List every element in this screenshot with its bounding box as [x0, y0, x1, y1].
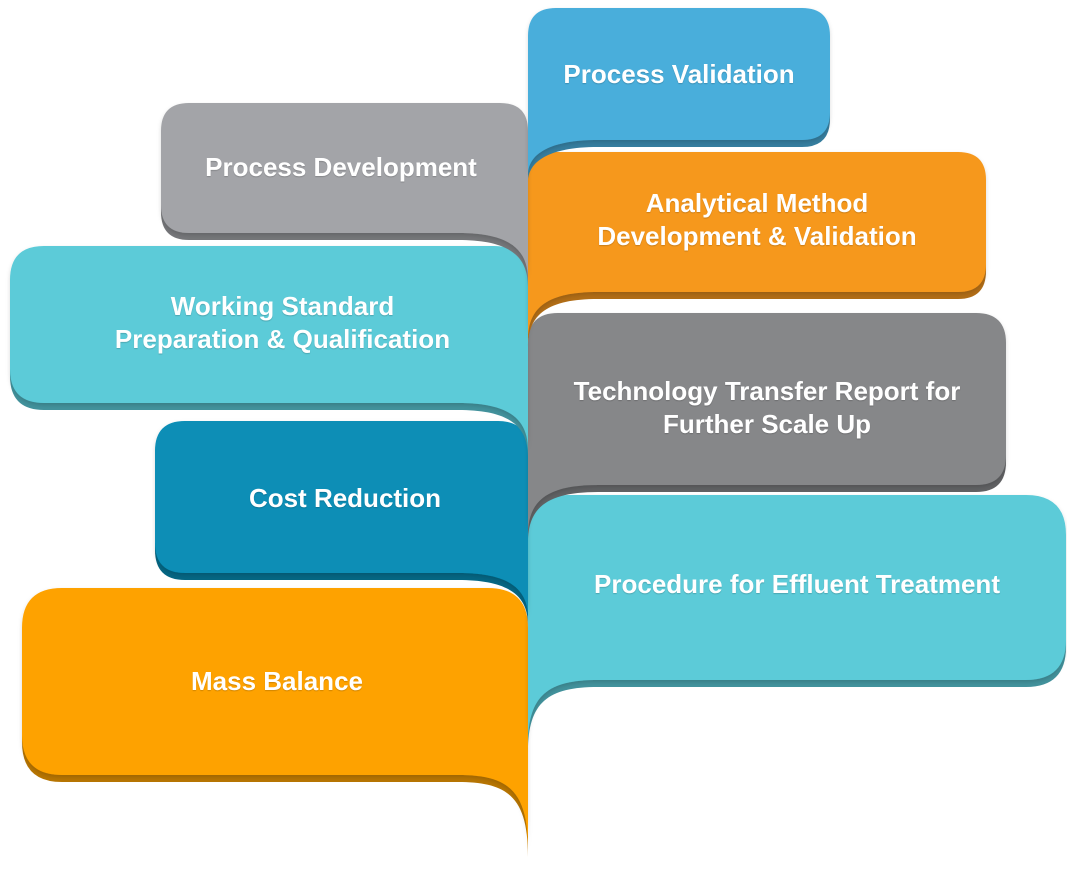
label-line: Technology Transfer Report for	[573, 376, 961, 406]
label-cost-reduction: Cost Reduction	[155, 482, 535, 515]
label-line: Cost Reduction	[248, 483, 442, 513]
label-technology-transfer: Technology Transfer Report for Further S…	[528, 375, 1006, 441]
ribbon-technology-transfer	[528, 313, 1006, 535]
label-working-standard: Working Standard Preparation & Qualifica…	[10, 290, 555, 356]
ribbon-working-standard	[10, 246, 528, 450]
label-line: Process Development	[205, 152, 477, 182]
label-process-validation: Process Validation	[528, 58, 830, 91]
label-analytical-method: Analytical Method Development & Validati…	[528, 187, 986, 253]
ribbon-effluent-treatment	[528, 495, 1066, 745]
ribbon-process-validation	[528, 8, 830, 175]
ribbon-cost-reduction	[155, 421, 528, 618]
label-line: Preparation & Qualification	[114, 324, 451, 354]
ribbon-mass-balance	[22, 588, 528, 850]
label-process-development: Process Development	[161, 151, 521, 184]
label-line: Process Validation	[563, 59, 795, 89]
label-line: Analytical Method	[645, 188, 869, 218]
label-line: Mass Balance	[191, 666, 363, 696]
label-mass-balance: Mass Balance	[22, 665, 532, 698]
ribbon-process-development	[161, 103, 528, 280]
label-line: Development & Validation	[597, 221, 917, 251]
ribbon-analytical-method	[528, 152, 986, 340]
label-line: Working Standard	[170, 291, 395, 321]
label-line: Procedure for Effluent Treatment	[594, 569, 1000, 599]
label-line: Further Scale Up	[662, 409, 872, 439]
label-effluent-treatment: Procedure for Effluent Treatment	[528, 568, 1066, 601]
